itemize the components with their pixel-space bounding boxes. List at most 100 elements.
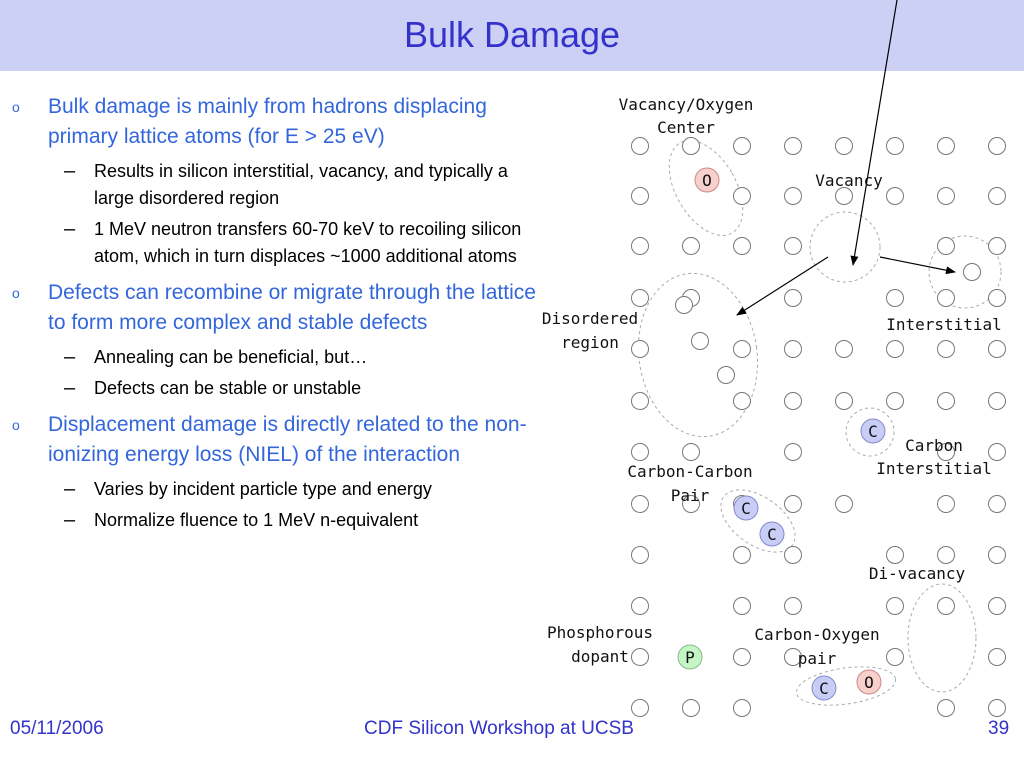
footer-date: 05/11/2006 [10,718,104,739]
silicon-atom [937,597,955,615]
silicon-atom [682,237,700,255]
carbon-atom [759,521,785,547]
carbon-carbon-outline [720,489,796,553]
silicon-atom [937,699,955,717]
silicon-atom [784,648,802,666]
silicon-atom [784,546,802,564]
silicon-atom [631,495,649,513]
silicon-atom [631,597,649,615]
phosphorus-letter: P [685,648,695,667]
silicon-atom [631,340,649,358]
silicon-atom [784,392,802,410]
carbon-interstitial-outline [845,407,895,457]
sub-bullet-1-2: –1 MeV neutron transfers 60-70 keV to re… [10,216,550,270]
oxygen-letter: O [702,171,712,190]
silicon-atom [886,187,904,205]
silicon-atom [784,237,802,255]
silicon-atom [631,187,649,205]
silicon-atom [631,137,649,155]
label-carbon-carbon-2: Pair [671,486,710,505]
silicon-atom [988,597,1006,615]
silicon-atom [835,340,853,358]
sub-bullet-1-2-text: 1 MeV neutron transfers 60-70 keV to rec… [94,219,522,266]
sub-bullet-3-1-text: Varies by incident particle type and ene… [94,479,432,499]
silicon-atom [988,237,1006,255]
label-carbon-interstitial-2: Interstitial [876,459,992,478]
silicon-atom [963,263,981,281]
disordered-region-outline [637,272,759,438]
silicon-atom [682,137,700,155]
oxygen-atom [694,167,720,193]
carbon-oxygen-outline [795,666,897,706]
sub-bullet-1-1-text: Results in silicon interstitial, vacancy… [94,161,508,208]
silicon-atom [988,546,1006,564]
silicon-atom [937,546,955,564]
silicon-atom [937,392,955,410]
silicon-atom [631,546,649,564]
oxygen-letter: O [864,673,874,692]
diagram-labels: Vacancy/Oxygen Center Vacancy Interstiti… [542,95,1002,668]
label-vacancy: Vacancy [815,171,883,190]
divacancy-outline [907,583,977,693]
silicon-atom [937,187,955,205]
silicon-atom [631,289,649,307]
carbon-atom [860,418,886,444]
silicon-atom [937,137,955,155]
bullet-1-text: Bulk damage is mainly from hadrons displ… [48,95,487,148]
silicon-atom [733,648,751,666]
silicon-atom [784,289,802,307]
silicon-atom [631,443,649,461]
silicon-atom [631,648,649,666]
bullet-3-text: Displacement damage is directly related … [48,413,527,466]
silicon-atom [784,340,802,358]
silicon-atom [988,648,1006,666]
silicon-atom [886,597,904,615]
label-phosphorous-1: Phosphorous [547,623,653,642]
bullet-2-text: Defects can recombine or migrate through… [48,281,536,334]
disordered-arrow [736,256,829,316]
sub-bullet-marker: – [64,346,76,368]
silicon-atom [733,392,751,410]
silicon-atom [988,392,1006,410]
silicon-atom [886,137,904,155]
sub-bullet-2-1-text: Annealing can be beneficial, but… [94,347,368,367]
silicon-atom [682,495,700,513]
label-interstitial: Interstitial [886,315,1002,334]
sub-bullet-marker: – [64,160,76,182]
silicon-atom [733,340,751,358]
silicon-atom [988,137,1006,155]
carbon-letter: C [819,679,829,698]
silicon-atom [631,237,649,255]
sub-bullet-3-2-text: Normalize fluence to 1 MeV n-equivalent [94,510,419,530]
carbon-atom [733,495,759,521]
silicon-atom [691,332,709,350]
silicon-atom [784,187,802,205]
silicon-atom [682,699,700,717]
label-vacancy-oxygen-2: Center [657,118,715,137]
silicon-atom [988,443,1006,461]
silicon-atom [988,340,1006,358]
sub-bullet-2-2: –Defects can be stable or unstable [10,375,550,402]
sub-bullet-1-1: –Results in silicon interstitial, vacanc… [10,158,550,212]
label-phosphorous-2: dopant [571,647,629,666]
carbon-letter: C [767,525,777,544]
silicon-atom [988,289,1006,307]
lattice-atoms [631,137,1006,717]
silicon-atom [733,699,751,717]
silicon-atom [784,495,802,513]
silicon-atom [717,366,735,384]
carbon-letter: C [741,499,751,518]
silicon-atom [784,443,802,461]
interstitial-outline [928,235,1002,309]
silicon-atom [733,546,751,564]
sub-bullet-marker: – [64,377,76,399]
silicon-atom [733,187,751,205]
silicon-atom [886,546,904,564]
silicon-atom [988,495,1006,513]
slide-title: Bulk Damage [403,14,621,55]
oxygen-atom [856,669,882,695]
